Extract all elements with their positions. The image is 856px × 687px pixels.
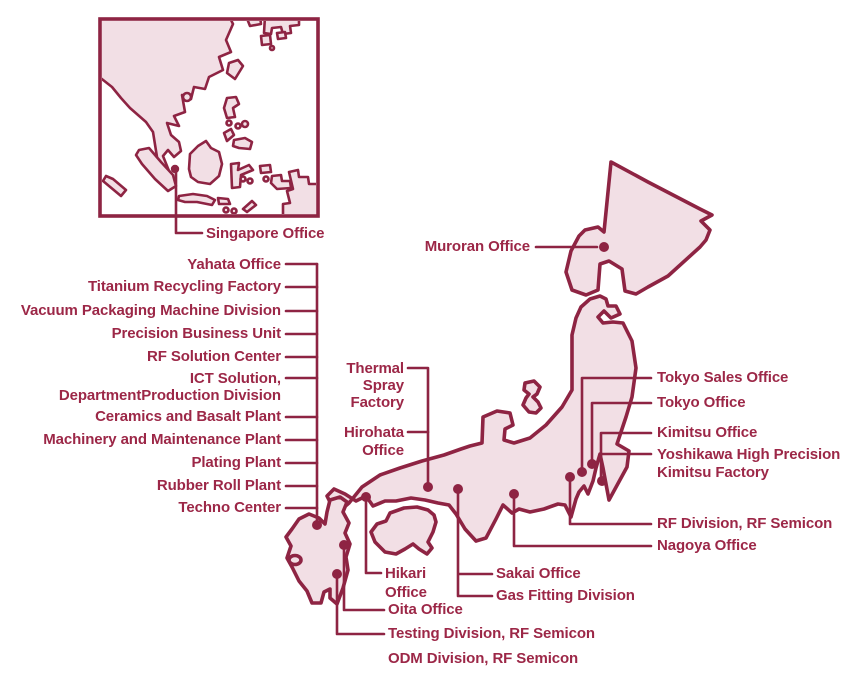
label-machinery-and-maintenance-plant: Machinery and Maintenance Plant <box>43 431 281 448</box>
label-ict-solution-production-division: ICT Solution, DepartmentProduction Divis… <box>58 370 281 404</box>
inset-island-dot <box>240 119 250 129</box>
marker-testing-odm <box>332 569 342 579</box>
marker-tokyo <box>587 459 597 469</box>
label-testing-division-rf-semicon: Testing Division, RF Semicon <box>388 625 595 642</box>
marker-oita <box>339 540 349 550</box>
inset-island-diag2 <box>222 127 236 143</box>
label-sakai-office: Sakai Office <box>496 565 581 582</box>
inset-island-dot <box>262 175 270 183</box>
inset-island-dot <box>225 119 233 127</box>
island-sado <box>521 379 543 415</box>
inset-island-sulawesi <box>229 161 255 190</box>
connector-kimitsu <box>599 431 653 481</box>
inset-island-dot <box>268 44 276 52</box>
inset-island-sumatra <box>134 146 178 193</box>
connector-nagoya <box>512 494 653 548</box>
inset-island-java <box>176 192 217 207</box>
inset-island-new-guinea <box>281 168 316 214</box>
inset-island-luzon <box>222 95 241 120</box>
label-titanium-recycling-factory: Titanium Recycling Factory <box>87 278 281 295</box>
inset-island-step <box>269 173 293 191</box>
label-singapore-office: Singapore Office <box>206 225 325 242</box>
label-plating-plant: Plating Plant <box>191 454 281 471</box>
marker-sakai-gas <box>453 484 463 494</box>
marker-muroran <box>599 242 609 252</box>
marker-nagoya <box>509 489 519 499</box>
label-tokyo-office: Tokyo Office <box>657 394 746 411</box>
inset-island-dot <box>230 207 238 214</box>
connector-lines <box>174 170 653 636</box>
island-shikoku <box>369 505 438 556</box>
inset-island-diag <box>241 199 258 214</box>
inset-island-java2 <box>216 196 232 206</box>
label-thermal-spray-factory: Thermal Spray Factory <box>346 360 404 411</box>
label-techno-center: Techno Center <box>178 499 281 516</box>
inset-island-top4 <box>275 30 288 41</box>
connector-singapore <box>174 170 204 235</box>
inset-border <box>98 17 320 218</box>
label-rf-division-rf-semicon: RF Division, RF Semicon <box>657 515 833 532</box>
label-hikari-office: Hikari Office <box>385 565 427 601</box>
label-rf-solution-center: RF Solution Center <box>146 348 281 365</box>
inset-map <box>98 17 320 218</box>
marker-tokyo-sales <box>577 467 587 477</box>
label-rubber-roll-plant: Rubber Roll Plant <box>156 477 281 494</box>
inset-island-top1 <box>246 21 263 28</box>
location-markers <box>170 164 609 579</box>
inset-island-hainan <box>181 91 193 103</box>
connector-rf-division <box>568 477 653 526</box>
inset-island-dot <box>234 122 242 130</box>
marker-singapore <box>170 164 180 174</box>
label-precision-business-unit: Precision Business Unit <box>111 325 282 342</box>
label-oita-office: Oita Office <box>388 601 463 618</box>
label-nagoya-office: Nagoya Office <box>657 537 757 554</box>
label-odm-division-rf-semicon: ODM Division, RF Semicon <box>388 650 579 667</box>
label-yahata-office: Yahata Office <box>187 256 281 273</box>
inset-islands <box>102 21 316 214</box>
marker-hikari <box>361 492 371 502</box>
island-small-west-kyushu <box>287 553 303 567</box>
connector-sakai-gas <box>456 489 494 598</box>
inset-island-taiwan <box>225 58 245 81</box>
label-hirohata-office: Hirohata Office <box>343 424 404 459</box>
connector-tokyo <box>590 401 653 464</box>
label-ceramics-and-basalt-plant: Ceramics and Basalt Plant <box>95 408 281 425</box>
marker-kitakyushu-sites <box>312 520 322 530</box>
connector-tokyo-sales <box>580 376 653 472</box>
marker-rf-division <box>565 472 575 482</box>
marker-hirohata-thermal <box>423 482 433 492</box>
label-yoshikawa-high-precision-kimitsu-factory: Yoshikawa High Precision Kimitsu Factory <box>657 446 841 481</box>
inset-island-top3 <box>259 33 273 47</box>
inset-island-mainland-asia <box>102 21 235 186</box>
inset-island-borneo <box>187 139 224 186</box>
label-muroran-office: Muroran Office <box>424 238 530 255</box>
inset-island-mindanao <box>231 136 254 151</box>
connector-testing-odm <box>335 574 386 636</box>
inset-island-dot <box>246 177 254 185</box>
label-kimitsu-office: Kimitsu Office <box>657 424 758 441</box>
label-vacuum-packaging-machine-division: Vacuum Packaging Machine Division <box>20 302 281 319</box>
inset-island-dot <box>222 206 230 214</box>
island-honshu <box>325 294 638 543</box>
label-tokyo-sales-office: Tokyo Sales Office <box>657 369 789 386</box>
connector-oita <box>342 545 386 612</box>
marker-kimitsu <box>597 476 607 486</box>
connector-hikari <box>364 497 383 575</box>
inset-island-halmahera <box>258 163 273 175</box>
inset-island-dot <box>239 175 247 183</box>
label-gas-fitting-division: Gas Fitting Division <box>496 587 635 604</box>
inset-island-strip <box>102 174 128 198</box>
island-hokkaido <box>564 160 714 297</box>
connector-thermal <box>406 366 430 487</box>
